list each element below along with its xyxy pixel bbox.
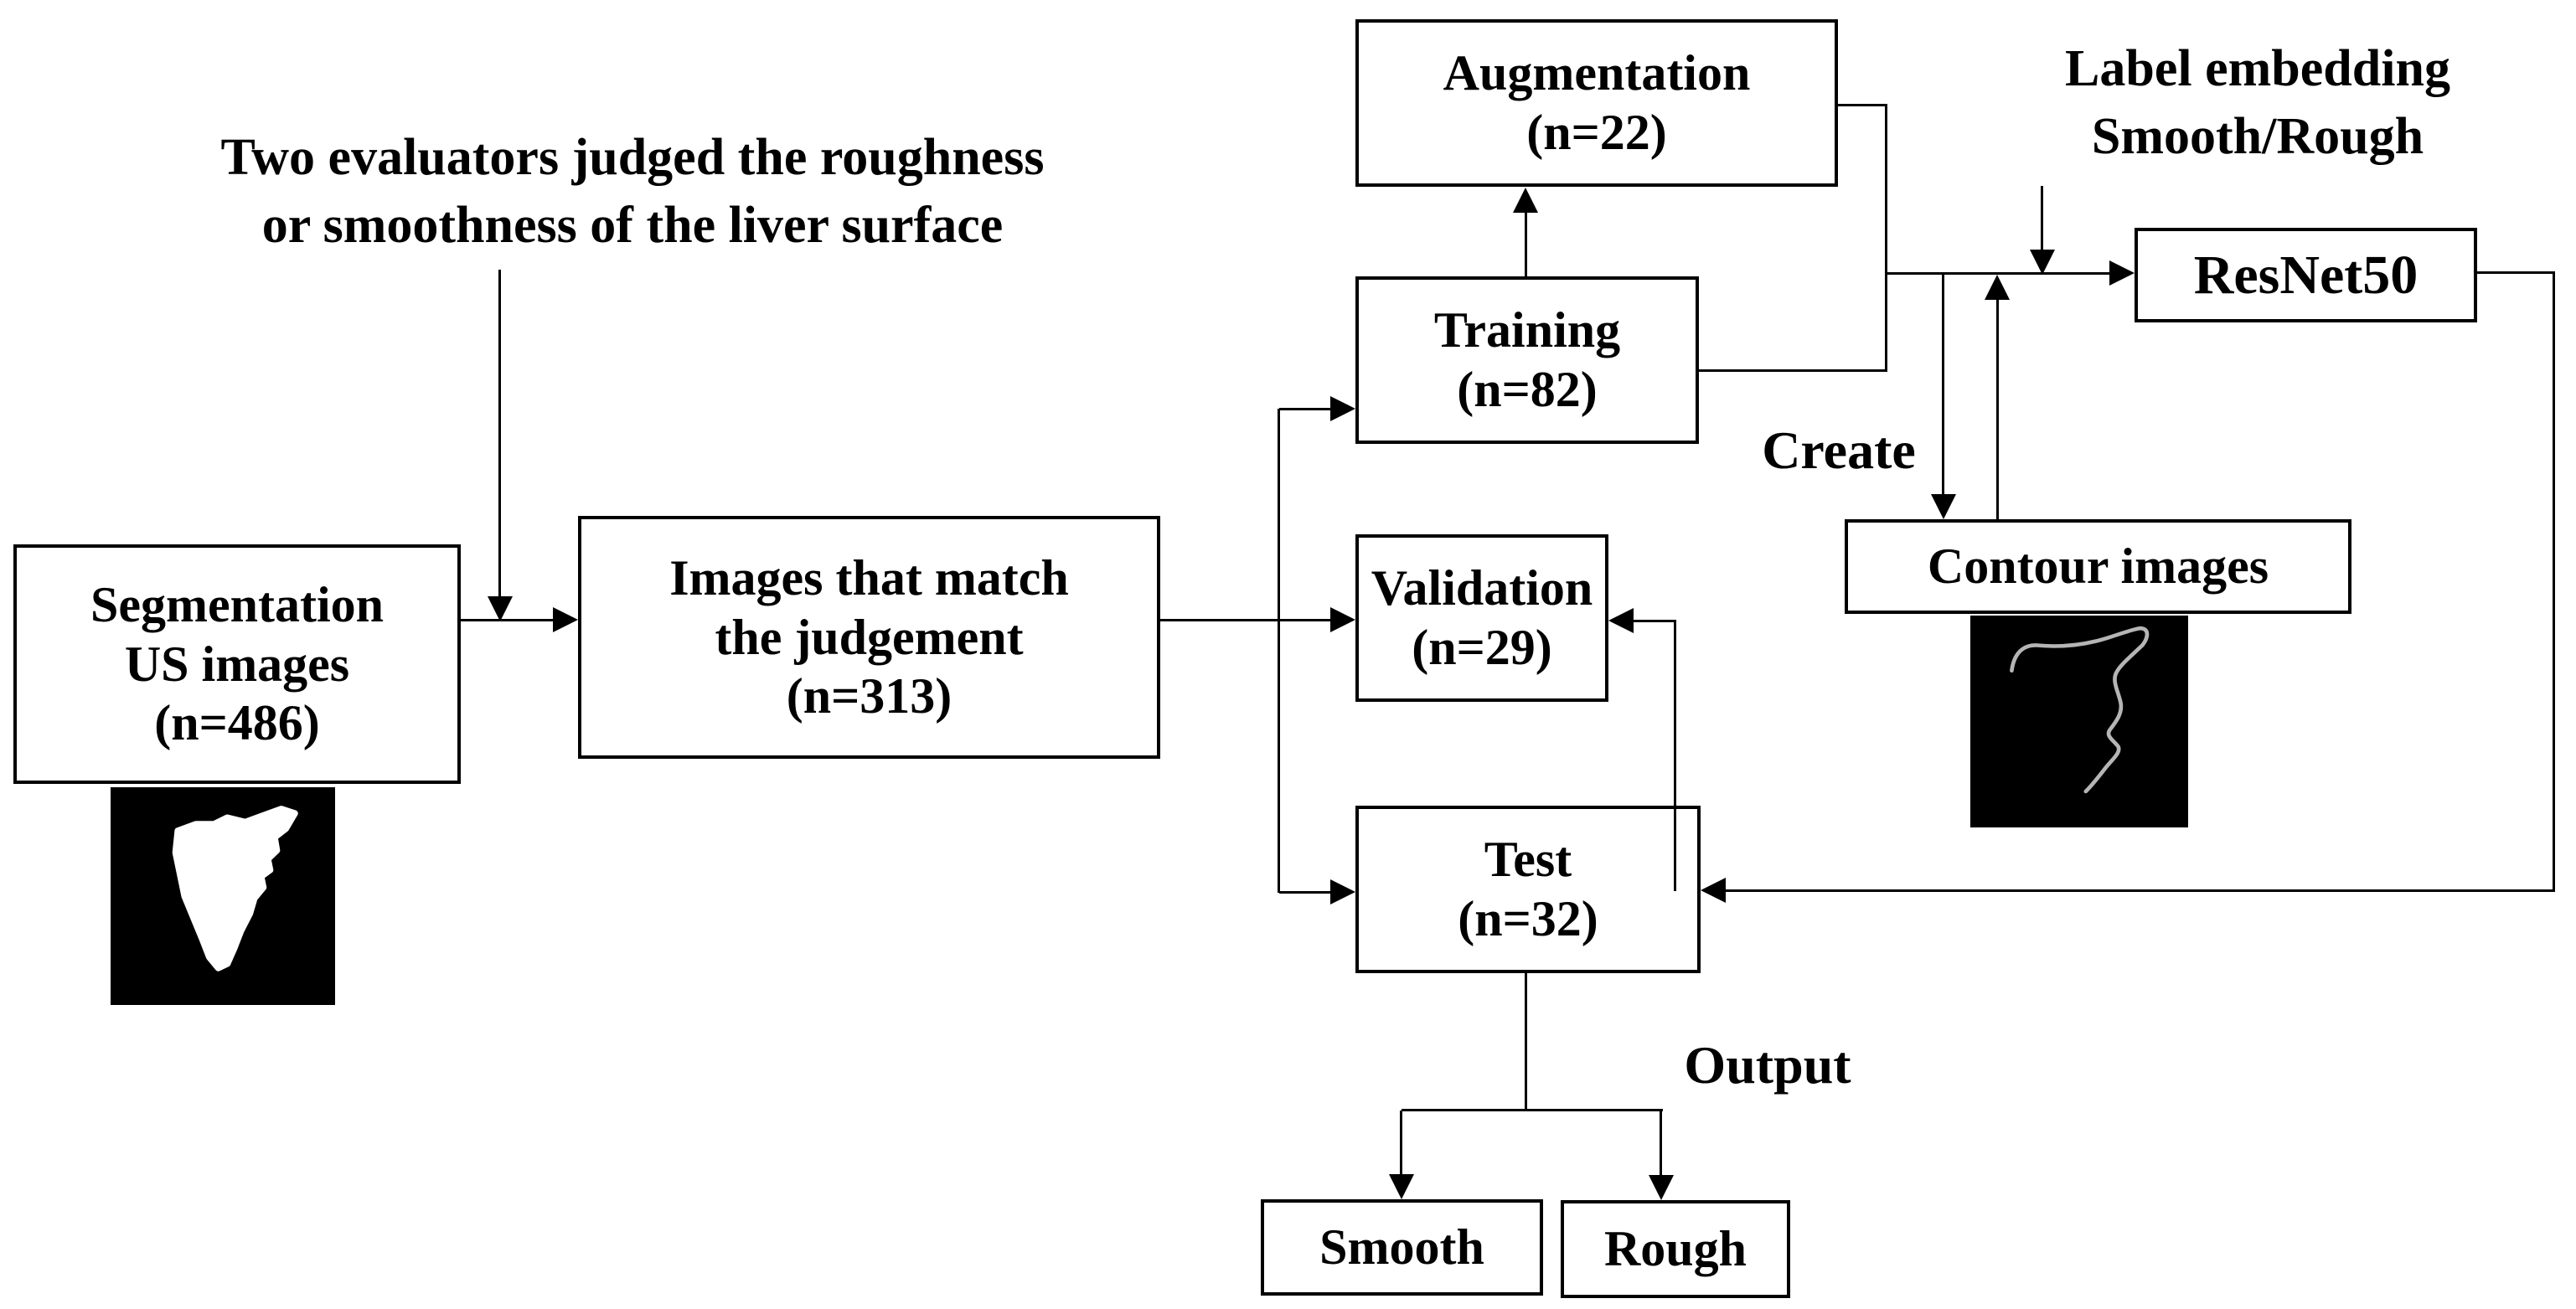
training-box-line2: (n=82) (1457, 362, 1598, 417)
liver-mask-image (111, 787, 335, 1005)
images-match-box-line1: Images that match (669, 549, 1069, 606)
arrowhead-evaluators-down (488, 596, 513, 621)
resnet50-box: ResNet50 (2135, 228, 2477, 322)
line-merge-vertical (1885, 104, 1887, 372)
line-augmentation-out (1838, 104, 1887, 106)
resnet50-box-label: ResNet50 (2193, 244, 2419, 306)
arrowhead-into-contour-box (1931, 494, 1956, 519)
line-branch-trunk (1278, 409, 1280, 893)
line-feedback-to-validation-vertical (1674, 620, 1676, 891)
note-two-evaluators: Two evaluators judged the roughness or s… (84, 124, 1181, 259)
arrowhead-into-augmentation (1513, 188, 1538, 213)
note-label-embedding-line1: Label embedding (2065, 40, 2450, 97)
test-box-line1: Test (1484, 832, 1572, 888)
line-resnet-out (2477, 271, 2555, 274)
line-contour-up (1996, 298, 1999, 519)
segmentation-box-line3: (n=486) (154, 695, 320, 751)
arrowhead-into-test-left (1330, 879, 1355, 904)
note-two-evaluators-line1: Two evaluators judged the roughness (220, 129, 1045, 186)
arrowhead-into-test-right (1701, 878, 1726, 903)
augmentation-box-line2: (n=22) (1526, 105, 1667, 160)
training-box-line1: Training (1433, 302, 1621, 358)
images-match-box: Images that match the judgement (n=313) (578, 516, 1160, 759)
augmentation-box: Augmentation (n=22) (1355, 19, 1838, 187)
segmentation-box-line2: US images (124, 636, 350, 692)
line-drop-smooth (1400, 1111, 1402, 1178)
line-feedback-vertical (2553, 271, 2555, 891)
validation-box-line1: Validation (1371, 560, 1593, 616)
line-seg-to-match (461, 619, 555, 621)
training-box: Training (n=82) (1355, 276, 1699, 444)
rough-box-label: Rough (1603, 1221, 1747, 1277)
create-label: Create (1762, 420, 1916, 480)
line-test-down (1525, 973, 1527, 1111)
arrowhead-into-validation-left (1330, 607, 1355, 632)
images-match-box-line3: (n=313) (786, 668, 952, 724)
note-two-evaluators-line2: or smoothness of the liver surface (261, 196, 1004, 254)
line-create-down (1942, 274, 1944, 496)
arrowhead-into-rough (1649, 1175, 1674, 1200)
test-box-line2: (n=32) (1458, 891, 1598, 946)
images-match-box-line2: the judgement (715, 609, 1024, 665)
line-branch-to-test (1279, 891, 1332, 894)
arrowhead-into-smooth (1389, 1174, 1414, 1199)
validation-box-line2: (n=29) (1412, 620, 1552, 675)
line-feedback-to-validation (1632, 620, 1675, 622)
test-box: Test (n=32) (1355, 806, 1701, 973)
arrowhead-contour-up (1985, 275, 2010, 300)
liver-contour-image (1970, 616, 2188, 827)
note-label-embedding: Label embedding Smooth/Rough (1994, 35, 2522, 170)
arrowhead-into-resnet (2109, 260, 2135, 286)
line-feedback-to-test (1724, 889, 2555, 892)
line-match-to-validation (1160, 619, 1332, 621)
note-label-embedding-line2: Smooth/Rough (2091, 107, 2424, 165)
line-training-to-augmentation (1525, 209, 1527, 276)
liver-contour-shape (2010, 626, 2150, 794)
rough-box: Rough (1561, 1200, 1790, 1298)
smooth-box: Smooth (1261, 1199, 1543, 1296)
line-into-resnet (1887, 272, 2111, 275)
segmentation-box-line1: Segmentation (90, 576, 384, 632)
segmentation-box: Segmentation US images (n=486) (13, 544, 461, 784)
line-drop-rough (1660, 1111, 1662, 1178)
line-branch-to-training (1279, 408, 1332, 410)
line-evaluators-down (498, 270, 501, 596)
augmentation-box-line1: Augmentation (1443, 45, 1751, 101)
liver-mask-shape (172, 806, 298, 971)
validation-box: Validation (n=29) (1355, 534, 1608, 702)
smooth-box-label: Smooth (1319, 1219, 1484, 1276)
arrowhead-label-embedding (2030, 250, 2055, 275)
arrowhead-seg-to-match (553, 607, 578, 632)
contour-images-box-label: Contour images (1927, 539, 2269, 595)
output-label: Output (1684, 1035, 1851, 1095)
arrowhead-into-training-left (1330, 396, 1355, 421)
line-label-embedding-down (2041, 186, 2043, 251)
arrowhead-into-validation-right (1608, 608, 1634, 633)
line-output-split (1402, 1109, 1663, 1111)
contour-images-box: Contour images (1845, 519, 2351, 614)
line-training-out (1699, 369, 1887, 372)
